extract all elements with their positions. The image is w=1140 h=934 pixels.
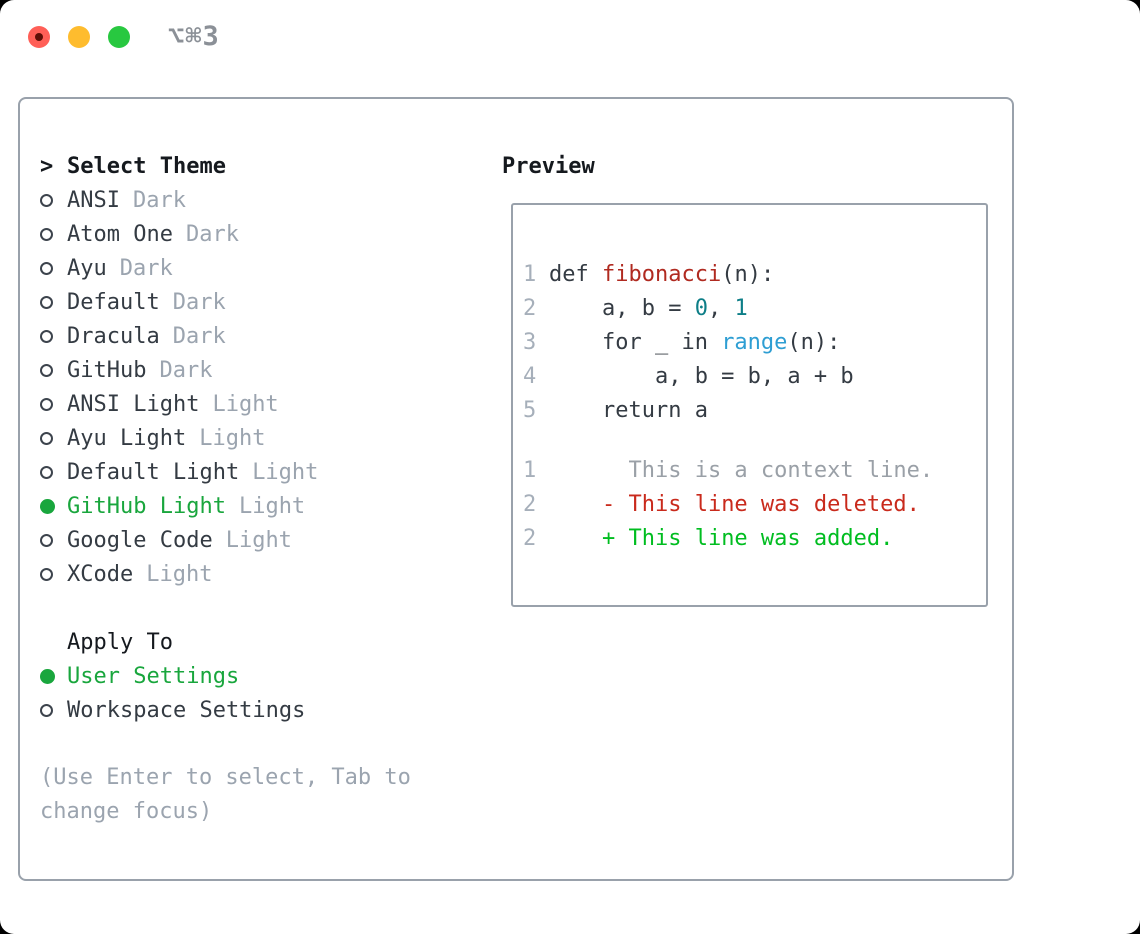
option-label: Workspace Settings [67, 697, 306, 723]
theme-option-ayu-dark[interactable]: Ayu Dark [40, 251, 490, 285]
option-label: Ayu [67, 255, 107, 281]
theme-option-ayu-light[interactable]: Ayu Light Light [40, 421, 490, 455]
radio-icon [40, 363, 53, 377]
option-label: User Settings [67, 663, 240, 689]
help-text-line: change focus) [40, 799, 213, 824]
theme-option-dracula-dark[interactable]: Dracula Dark [40, 319, 490, 353]
theme-variant: Dark [132, 187, 186, 213]
theme-option-atom-one-dark[interactable]: Atom One Dark [40, 217, 490, 251]
radio-icon [40, 533, 53, 547]
line-number: 2 [523, 295, 537, 321]
spacer [40, 591, 490, 625]
option-label: ANSI [67, 187, 120, 213]
minimize-button[interactable] [68, 26, 90, 48]
theme-variant: Dark [172, 323, 226, 349]
apply-option-user-settings[interactable]: User Settings [40, 659, 490, 693]
code-line: 2 + This line was added. [523, 525, 894, 551]
option-label: GitHub [67, 357, 147, 383]
radio-icon [40, 193, 53, 207]
zoom-button[interactable] [108, 26, 130, 48]
radio-icon [40, 703, 53, 717]
radio-selected-icon [40, 498, 55, 514]
option-label: Atom One [67, 221, 173, 247]
code-line: 2 - This line was deleted. [523, 491, 920, 517]
code-line: 5 return a [523, 397, 708, 423]
theme-option-github-light[interactable]: GitHub Light Light [40, 489, 490, 523]
theme-variant: Dark [119, 255, 173, 281]
radio-icon [40, 567, 53, 581]
theme-variant: Dark [172, 289, 226, 315]
select-theme-title: Select Theme [67, 153, 226, 179]
close-button[interactable] [28, 26, 50, 48]
theme-variant: Light [146, 561, 213, 587]
line-number: 5 [523, 397, 537, 423]
apply-option-workspace-settings[interactable]: Workspace Settings [40, 693, 490, 727]
line-number: 1 [523, 457, 537, 483]
spacer [40, 727, 490, 761]
theme-option-github-dark[interactable]: GitHub Dark [40, 353, 490, 387]
radio-icon [40, 329, 53, 343]
radio-icon [40, 465, 53, 479]
theme-variant: Light [199, 425, 266, 451]
code-line: 1 This is a context line. [523, 457, 934, 483]
theme-option-google-code-light[interactable]: Google Code Light [40, 523, 490, 557]
help-text: (Use Enter to select, Tab to change focu… [40, 761, 490, 829]
radio-icon [40, 227, 53, 241]
traffic-lights [28, 26, 130, 48]
theme-option-default-dark[interactable]: Default Dark [40, 285, 490, 319]
line-number: 2 [523, 525, 537, 551]
select-theme-header: > Select Theme [40, 149, 490, 183]
code-line: 3 for _ in range(n): [523, 329, 841, 355]
radio-selected-icon [40, 668, 55, 684]
apply-to-header: Apply To [40, 625, 490, 659]
theme-variant: Dark [159, 357, 213, 383]
radio-icon [40, 431, 53, 445]
code-line: 2 a, b = 0, 1 [523, 295, 748, 321]
line-number: 2 [523, 491, 537, 517]
theme-option-ansi-light[interactable]: ANSI Light Light [40, 387, 490, 421]
option-label: Default [67, 289, 160, 315]
radio-icon [40, 295, 53, 309]
theme-variant: Dark [185, 221, 239, 247]
line-number: 3 [523, 329, 537, 355]
theme-variant: Light [252, 459, 319, 485]
theme-variant: Light [238, 493, 306, 519]
line-number: 1 [523, 261, 537, 287]
radio-icon [40, 397, 53, 411]
apply-to-title: Apply To [67, 629, 173, 655]
option-label: Default Light [67, 459, 240, 485]
radio-icon [40, 261, 53, 275]
code-line: 4 a, b = b, a + b [523, 363, 854, 389]
titlebar: ⌥⌘3 [0, 0, 1140, 97]
diff-preview: 1 This is a context line. 2 - This line w… [523, 453, 986, 555]
option-label: GitHub Light [67, 493, 226, 519]
preview-title: Preview [502, 153, 595, 179]
theme-variant: Light [225, 527, 292, 553]
help-text-line: (Use Enter to select, Tab to [40, 765, 411, 790]
option-label: XCode [67, 561, 134, 587]
theme-variant: Light [212, 391, 279, 417]
line-number: 4 [523, 363, 537, 389]
option-label: Google Code [67, 527, 213, 553]
option-label: ANSI Light [67, 391, 200, 417]
option-label: Ayu Light [67, 425, 187, 451]
prompt-icon: > [40, 153, 54, 179]
option-label: Dracula [67, 323, 160, 349]
theme-option-ansi-dark[interactable]: ANSI Dark [40, 183, 490, 217]
theme-option-xcode-light[interactable]: XCode Light [40, 557, 490, 591]
theme-option-default-light[interactable]: Default Light Light [40, 455, 490, 489]
preview-header: Preview [502, 149, 595, 183]
window-title: ⌥⌘3 [168, 21, 220, 52]
